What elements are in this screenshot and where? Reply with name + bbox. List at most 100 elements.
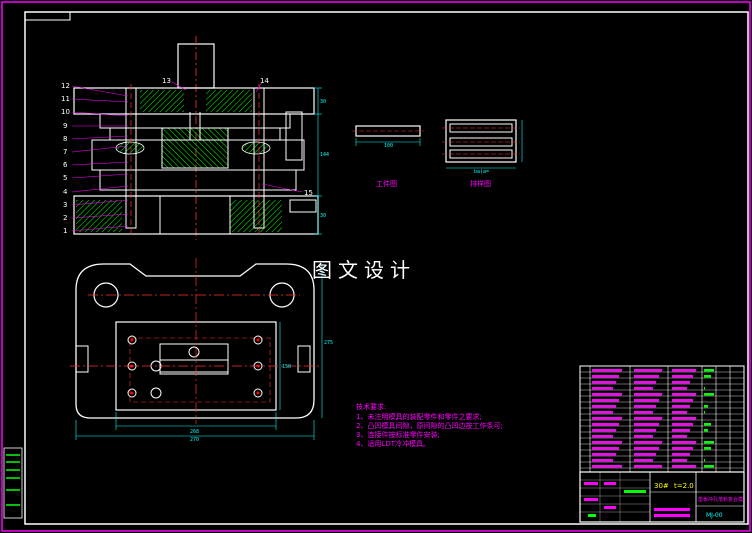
parts-list-cell-mark [634,441,662,444]
front-section-view [71,36,322,240]
parts-list-cell-mark [634,459,653,462]
parts-list-cell-mark [704,465,714,468]
parts-list-cell-mark [672,423,693,426]
part-label-8: 8 [63,135,67,143]
parts-list-cell-mark [672,393,696,396]
parts-list-cell-mark [592,447,619,450]
part-label-15: 15 [304,189,313,197]
part-label-10: 10 [61,108,70,116]
parts-list-cell-mark [672,441,696,444]
parts-list-cell-mark [704,441,714,444]
layout-label: 排样图 [470,179,491,188]
parts-list-cell-mark [672,447,693,450]
part-label-11: 11 [61,95,70,103]
parts-list-cell-mark [672,453,690,456]
dim-plan-inner-height: 150 [282,364,291,370]
parts-list-cell-mark [704,369,714,372]
parts-list-cell-mark [672,381,690,384]
parts-list-cell-mark [704,405,708,408]
parts-list-cell-mark [592,429,616,432]
parts-list-cell-mark [704,387,705,390]
parts-list-cell-mark [672,369,696,372]
parts-list-cell-mark [704,459,705,462]
parts-list-cell-mark [592,405,616,408]
tech-note-1: 1、未注明模具的装配零件和零件之要求; [356,412,482,421]
parts-list-cell-mark [592,393,622,396]
parts-list-cell-mark [634,447,659,450]
parts-list-cell-mark [592,387,613,390]
parts-list-cell-mark [634,453,656,456]
parts-list-cell-mark [634,429,656,432]
part-label-6: 6 [63,161,68,169]
part-number-labels: 12 11 10 9 8 7 6 5 4 3 2 1 13 14 15 [61,77,313,235]
parts-list-cell-mark [672,417,696,420]
parts-list-cell-mark [592,423,619,426]
title-material: 30# [654,482,669,490]
parts-list-cell-mark [592,369,622,372]
part-label-5: 5 [63,174,67,182]
title-drawing-name: 垫板冲孔落料复合模 [698,496,743,503]
parts-list-cell-mark [634,381,656,384]
parts-list-cell-mark [672,375,693,378]
parts-list-cell-mark [672,399,693,402]
parts-list-cell-mark [592,465,622,468]
parts-list-cell-mark [672,405,690,408]
parts-list-cell-mark [634,387,653,390]
dim-top-height-1: 30 [320,99,326,105]
part-label-9: 9 [63,122,67,130]
technical-requirements: 技术要求: 1、未注明模具的装配零件和零件之要求; 2、凸凹模具间隙，原间隙的凸… [356,402,503,448]
parts-list-cell-mark [592,435,613,438]
part-label-2: 2 [63,214,67,222]
plan-view [70,258,323,440]
tech-note-2: 2、凸凹模具间隙，原间隙的凸凹边按工作条可; [356,421,503,430]
parts-list-cell-mark [672,429,690,432]
parts-list-cell-mark [634,423,659,426]
part-label-1: 1 [63,227,67,235]
tech-note-4: 4、适用LDT冷冲模具。 [356,439,430,448]
watermark: 图文设计 [312,258,416,282]
dim-plan-outer-width: 270 [190,437,199,443]
parts-list-cell-mark [672,387,687,390]
parts-list-cell-mark [672,411,687,414]
title-thickness: t=2.0 [674,482,694,490]
part-label-14: 14 [260,77,269,85]
part-label-13: 13 [162,77,171,85]
parts-list-cell-mark [634,411,653,414]
part-label-3: 3 [63,201,67,209]
part-label-4: 4 [63,188,68,196]
title-block [579,471,745,523]
strip-layout-drawing [442,119,523,169]
parts-list-cell-mark [634,435,653,438]
parts-list-cell-mark [672,459,687,462]
title-drawing-number: MJ-00 [706,512,723,519]
parts-list-cell-mark [592,375,619,378]
parts-list-cell-mark [672,435,687,438]
parts-list-cell-mark [704,429,708,432]
part-label-7: 7 [63,148,67,156]
workpiece-drawing [352,125,424,146]
tech-title: 技术要求: [356,402,386,411]
parts-list-cell-mark [704,393,714,396]
parts-list-cell-mark [592,453,616,456]
parts-list-cell-mark [592,411,613,414]
parts-list-cell-mark [704,375,711,378]
workpiece-dim: 100 [384,143,393,149]
parts-list-cell-mark [592,399,619,402]
parts-list-cell-mark [704,447,711,450]
parts-list-cell-mark [592,441,622,444]
part-label-12: 12 [61,82,70,90]
dim-top-height-3: 30 [320,213,326,219]
layout-dim: ba(a= [474,169,489,175]
parts-list-cell-mark [704,423,711,426]
parts-list-cell-mark [592,417,622,420]
parts-list-table [579,365,745,473]
dim-plan-inner-width: 268 [190,429,199,435]
dim-plan-outer-height: 275 [324,340,333,346]
parts-list-cell-mark [592,381,616,384]
parts-list-cell-mark [634,465,662,468]
parts-list-cell-mark [634,417,662,420]
parts-list-cell-mark [704,411,705,414]
parts-list-cell-mark [672,465,696,468]
